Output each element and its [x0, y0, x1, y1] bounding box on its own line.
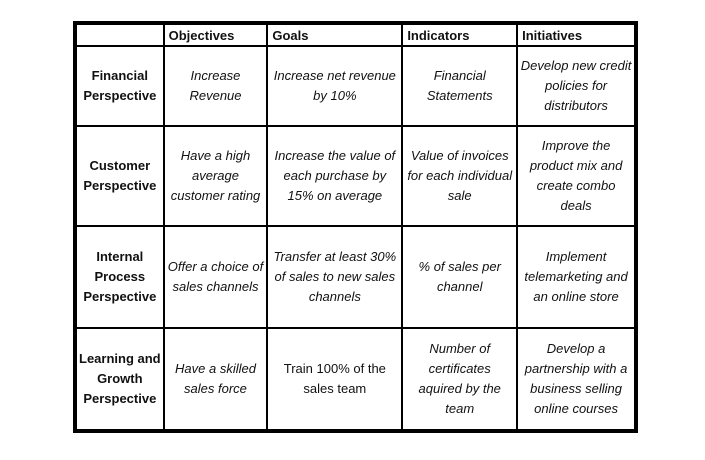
- header-indicators: Indicators: [401, 22, 519, 47]
- indicator-cell: Value of invoices for each individual sa…: [401, 125, 519, 228]
- initiative-cell: Improve the product mix and create combo…: [516, 125, 637, 228]
- header-row: Objectives Goals Indicators Initiatives: [74, 22, 637, 47]
- table-row: Financial Perspective Increase Revenue I…: [74, 44, 637, 128]
- initiative-cell: Implement telemarketing and an online st…: [516, 225, 637, 329]
- goal-cell: Increase net revenue by 10%: [266, 44, 404, 128]
- header-goals: Goals: [266, 22, 404, 47]
- objective-cell: Have a skilled sales force: [162, 326, 269, 433]
- header-corner-cell: [74, 22, 165, 47]
- indicator-cell: % of sales per channel: [401, 225, 519, 329]
- objective-cell: Have a high average customer rating: [162, 125, 269, 228]
- indicator-cell: Number of certificates aquired by the te…: [401, 326, 519, 433]
- goal-cell: Train 100% of the sales team: [266, 326, 404, 433]
- indicator-cell: Financial Statements: [401, 44, 519, 128]
- table-row: Learning and Growth Perspective Have a s…: [74, 326, 637, 433]
- row-label-learning-growth: Learning and Growth Perspective: [74, 326, 165, 433]
- row-label-internal-process: Internal Process Perspective: [74, 225, 165, 329]
- goal-cell: Increase the value of each purchase by 1…: [266, 125, 404, 228]
- table-row: Internal Process Perspective Offer a cho…: [74, 225, 637, 329]
- row-label-financial: Financial Perspective: [74, 44, 165, 128]
- initiative-cell: Develop new credit policies for distribu…: [516, 44, 637, 128]
- objective-cell: Increase Revenue: [162, 44, 269, 128]
- header-objectives: Objectives: [162, 22, 269, 47]
- header-initiatives: Initiatives: [516, 22, 637, 47]
- initiative-cell: Develop a partnership with a business se…: [516, 326, 637, 433]
- goal-cell: Transfer at least 30% of sales to new sa…: [266, 225, 404, 329]
- row-label-customer: Customer Perspective: [74, 125, 165, 228]
- table-row: Customer Perspective Have a high average…: [74, 125, 637, 228]
- objective-cell: Offer a choice of sales channels: [162, 225, 269, 329]
- balanced-scorecard-table: Objectives Goals Indicators Initiatives …: [73, 21, 638, 433]
